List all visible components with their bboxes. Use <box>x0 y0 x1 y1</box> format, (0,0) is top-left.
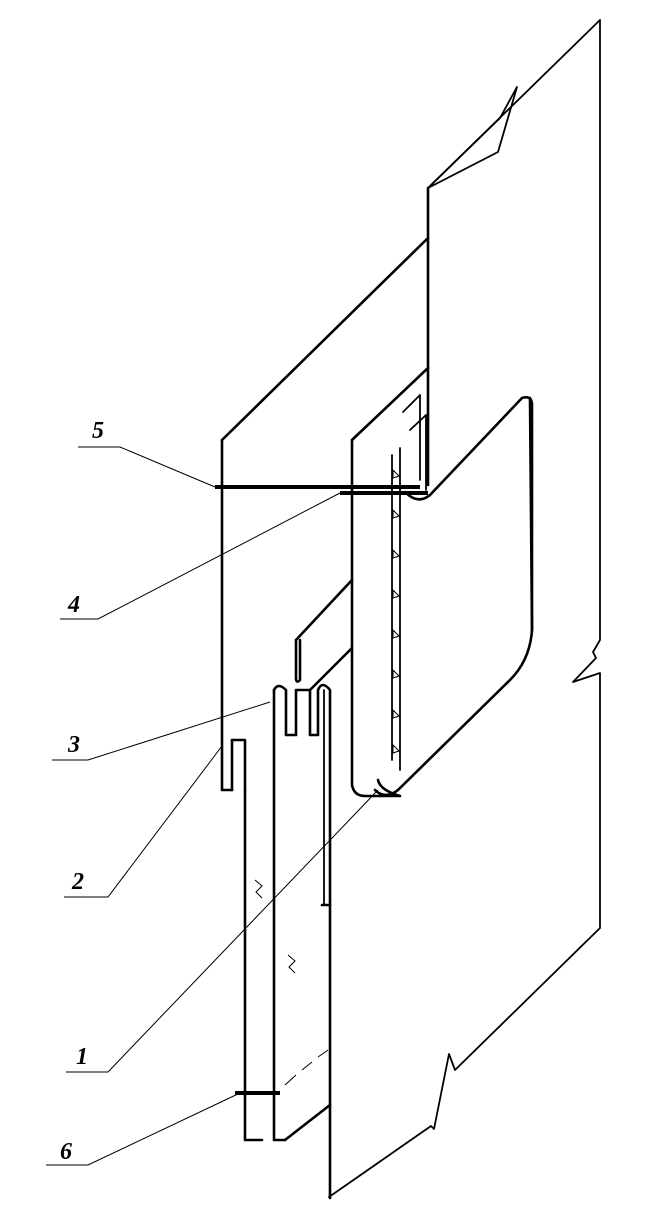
callout-2: 2 <box>71 869 84 895</box>
lower-sheets <box>230 578 354 1200</box>
upper-inner-sheet <box>350 366 430 798</box>
upper-outer-sheet <box>220 236 430 792</box>
wall-panel <box>328 19 601 1198</box>
squiggle-marks <box>254 879 296 974</box>
leader-lines <box>46 446 379 1166</box>
callout-4: 4 <box>67 592 80 618</box>
callout-1: 1 <box>76 1044 88 1070</box>
fastening-bars <box>215 485 428 1095</box>
seam-fasteners <box>392 468 400 754</box>
callout-5: 5 <box>92 418 104 444</box>
front-flashing <box>373 396 534 797</box>
callout-6: 6 <box>60 1139 72 1165</box>
callout-3: 3 <box>67 732 80 758</box>
